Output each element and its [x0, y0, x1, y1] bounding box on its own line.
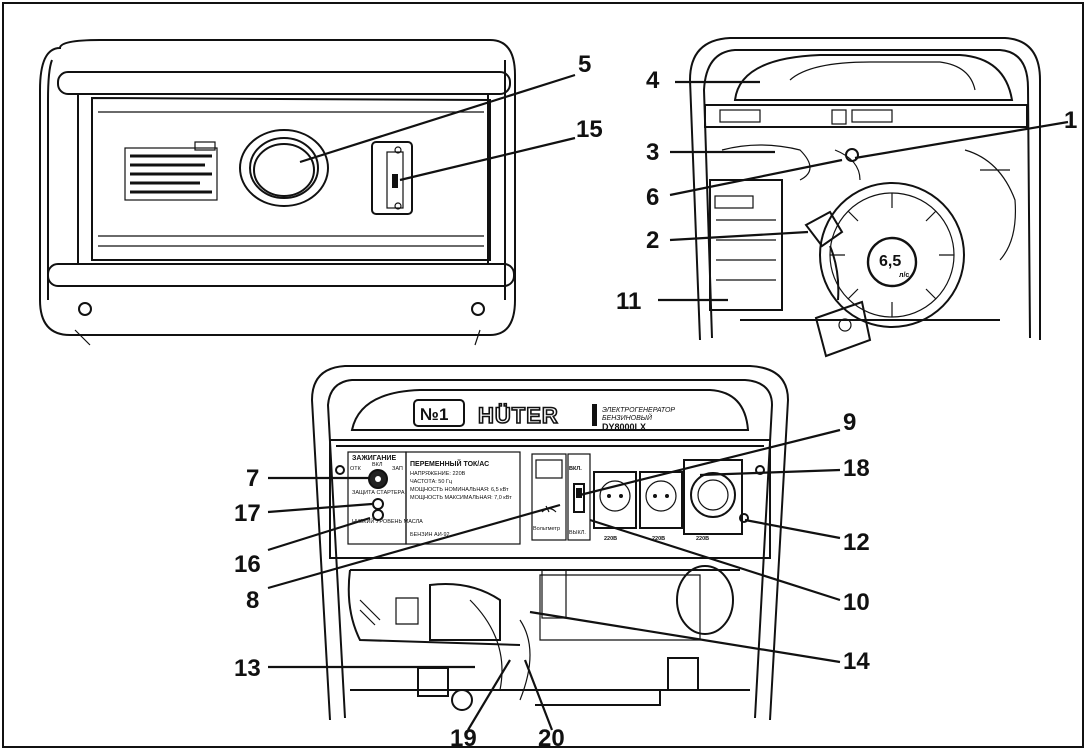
leader-lines — [267, 73, 1069, 731]
callout-11: 11 — [616, 288, 641, 315]
ignition-pos-start: ЗАП — [392, 466, 403, 472]
callout-4: 4 — [646, 67, 660, 94]
socket-2-voltage: 220В — [652, 536, 665, 542]
socket-3-voltage: 220В — [696, 536, 709, 542]
socket-1-voltage: 220В — [604, 536, 617, 542]
circuit-breaker[interactable] — [573, 483, 585, 513]
callout-14: 14 — [843, 648, 870, 675]
front-view: №1 HÜTER ЭЛЕКТРОГЕНЕРАТОР БЕНЗИНОВЫЙ DY8… — [310, 365, 790, 721]
brand-number-badge: №1 — [420, 405, 448, 424]
callout-20: 20 — [538, 725, 565, 750]
ignition-title: ЗАЖИГАНИЕ — [352, 455, 396, 462]
callout-17: 17 — [234, 500, 261, 527]
fuel-label: БЕНЗИН АИ-92 — [410, 532, 450, 538]
breaker-on-label: ВКЛ. — [569, 466, 582, 472]
oil-warning-label: НИЗКИЙ УРОВЕНЬ МАСЛА — [352, 517, 423, 525]
ignition-pos-off: ОТК — [350, 466, 362, 472]
callout-6: 6 — [646, 184, 659, 211]
callout-19: 19 — [450, 725, 477, 750]
callout-10: 10 — [843, 589, 870, 616]
power-badge-value: 6,5 — [879, 253, 901, 270]
socket-2[interactable] — [639, 471, 683, 529]
voltmeter-label: Вольтметр — [533, 526, 560, 532]
callout-18: 18 — [843, 455, 870, 482]
product-type-line1: ЭЛЕКТРОГЕНЕРАТОР — [602, 407, 675, 414]
product-type-line2: БЕНЗИНОВЫЙ — [602, 413, 653, 422]
breaker-off-label: ВЫКЛ. — [569, 530, 586, 536]
ground-terminal — [739, 513, 749, 523]
callout-13: 13 — [234, 655, 261, 682]
callout-15: 15 — [576, 116, 603, 143]
power-badge-unit: л/с — [899, 272, 909, 279]
spec-line-voltage: НАПРЯЖЕНИЕ: 220В — [410, 471, 466, 477]
brand-logo: HÜTER — [478, 403, 559, 428]
ignition-pos-on: ВКЛ — [372, 462, 383, 468]
callout-1: 1 — [1064, 107, 1077, 134]
oil-warning-lamp — [372, 509, 384, 521]
rear-view — [39, 39, 516, 346]
spec-line-rated-power: МОЩНОСТЬ НОМИНАЛЬНАЯ: 6,5 кВт — [410, 487, 509, 493]
callouts: 5 15 4 1 3 6 2 11 7 17 16 8 9 18 12 10 1… — [234, 51, 1077, 752]
power-badge: 6,5 л/с — [879, 253, 909, 279]
callout-16: 16 — [234, 551, 261, 578]
spec-title: ПЕРЕМЕННЫЙ ТОК/АС — [410, 459, 489, 468]
callout-5: 5 — [578, 51, 591, 78]
starter-protection-label: ЗАЩИТА СТАРТЕРА — [352, 490, 405, 496]
callout-2: 2 — [646, 227, 659, 254]
callout-3: 3 — [646, 139, 659, 166]
callout-12: 12 — [843, 529, 870, 556]
spec-line-max-power: МОЩНОСТЬ МАКСИМАЛЬНАЯ: 7,0 кВт — [410, 495, 512, 501]
socket-3[interactable] — [683, 459, 743, 535]
spec-line-frequency: ЧАСТОТА: 50 Гц — [410, 479, 453, 485]
callout-7: 7 — [246, 465, 259, 492]
starter-protection-button[interactable] — [372, 498, 384, 510]
callout-8: 8 — [246, 587, 259, 614]
model-name: DY8000LX — [602, 422, 646, 432]
voltmeter — [531, 453, 567, 541]
engine-view — [688, 37, 1041, 358]
callout-9: 9 — [843, 409, 856, 436]
